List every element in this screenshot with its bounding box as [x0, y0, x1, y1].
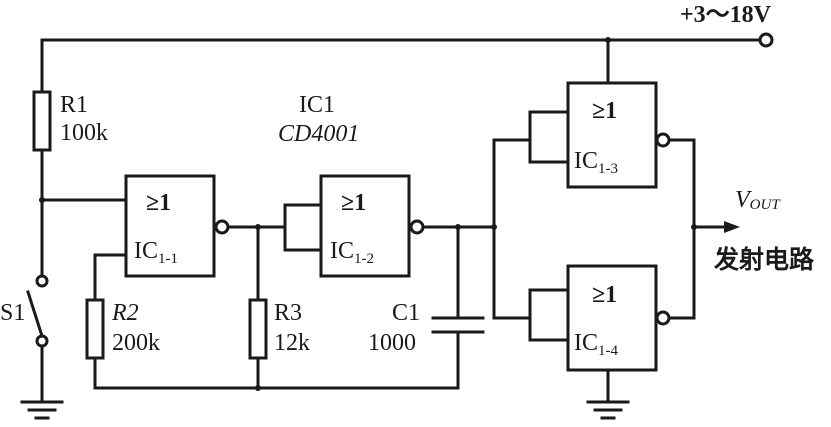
gate-symbol: ≥1: [341, 190, 366, 216]
r3-value: 12k: [274, 330, 310, 356]
r2-ref: R2: [111, 300, 139, 326]
resistor-r3: [248, 298, 268, 360]
output-caption: 发射电路: [713, 245, 815, 274]
gate-symbol: ≥1: [146, 190, 171, 216]
supply-terminal-icon: [758, 32, 774, 48]
ground-icon: [586, 400, 630, 420]
gate-symbol: ≥1: [592, 282, 617, 308]
gate-ic1-3: [566, 81, 658, 189]
ic-name: IC1: [299, 92, 335, 118]
gate-label: IC1-4: [574, 330, 618, 359]
inverter-bubble-icon: [655, 310, 671, 326]
inverter-bubble-icon: [655, 132, 671, 148]
supply-label: +3～18V: [680, 2, 772, 28]
r1-ref: R1: [60, 92, 88, 118]
s1-ref: S1: [0, 300, 25, 326]
r3-ref: R3: [274, 300, 302, 326]
gate-label: IC1-2: [330, 238, 374, 267]
c1-ref: C1: [392, 300, 420, 326]
capacitor-c1: [431, 316, 485, 334]
gate-label: IC1-3: [574, 148, 618, 177]
gate-ic1-4: [566, 264, 658, 372]
resistor-r2: [85, 298, 105, 360]
inverter-bubble-icon: [409, 219, 425, 235]
r1-value: 100k: [60, 120, 108, 146]
output-arrow-icon: [724, 221, 740, 233]
inverter-bubble-icon: [214, 219, 230, 235]
resistor-r1: [32, 90, 52, 152]
gate-ic1-2: [319, 174, 411, 278]
gate-ic1-1: [124, 174, 216, 278]
gate-symbol: ≥1: [592, 98, 617, 124]
junction-dots: [39, 37, 697, 391]
c1-value: 1000: [368, 330, 416, 356]
ic-part: CD4001: [278, 121, 359, 147]
gate-label: IC1-1: [134, 238, 178, 267]
ground-icon: [20, 400, 64, 420]
r2-value: 200k: [112, 330, 160, 356]
vout-label: VOUT: [735, 187, 781, 213]
switch-s1: [26, 274, 49, 348]
